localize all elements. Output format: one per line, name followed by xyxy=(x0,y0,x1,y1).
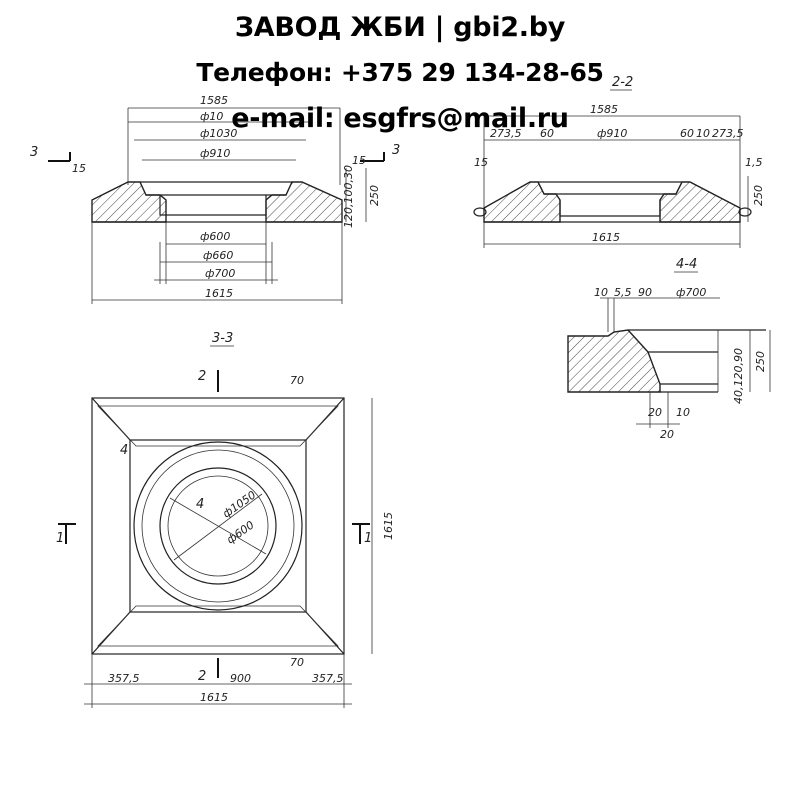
section2-dim-1615: 1615 xyxy=(592,231,620,244)
plan-label-4: 4 xyxy=(120,443,128,458)
section4-dim-90: 90 xyxy=(638,286,652,299)
plan-title: 3-3 xyxy=(212,331,233,346)
section1-dim-600: ф600 xyxy=(200,230,230,243)
section4-dim-55: 5,5 xyxy=(614,286,632,299)
section1-dim-250: 250 xyxy=(368,185,381,206)
plan-label-70-bottom: 70 xyxy=(290,656,304,669)
section1-dim-1030: ф1030 xyxy=(200,127,237,140)
section1-dim-top2: ф10 xyxy=(200,110,223,123)
section1-dim-910: ф910 xyxy=(200,147,230,160)
plan-label-70-top: 70 xyxy=(290,374,304,387)
section1-mark-right: 3 xyxy=(392,143,400,158)
section2-dim-910: ф910 xyxy=(597,127,627,140)
plan-label-1-left: 1 xyxy=(56,531,64,546)
plan-dim-900: 900 xyxy=(230,672,251,685)
plan-label-4b: 4 xyxy=(196,497,204,512)
plan-label-2-top: 2 xyxy=(198,369,206,384)
section-1-drawing: 3 3 1585 ф10 ф1030 ф910 15 15 120,100,30… xyxy=(30,94,400,304)
section2-dim-2735-left: 273,5 xyxy=(490,127,522,140)
plan-dim-right: 357,5 xyxy=(312,672,344,685)
section2-dim-15-left: 15 xyxy=(474,156,488,169)
plan-dim-600: ф600 xyxy=(224,518,256,546)
section4-dim-700: ф700 xyxy=(676,286,706,299)
section1-mark-left: 3 xyxy=(30,145,38,160)
section4-dim-250: 250 xyxy=(754,351,767,372)
header: ЗАВОД ЖБИ | gbi2.by Телефон: +375 29 134… xyxy=(0,6,800,142)
section1-dim-660: ф660 xyxy=(203,249,233,262)
section-2-drawing: 2-2 1585 273,5 60 ф910 60 10 273,5 15 1,… xyxy=(473,75,765,248)
section4-title: 4-4 xyxy=(676,257,697,272)
header-phone[interactable]: Телефон: +375 29 134-28-65 xyxy=(196,58,604,87)
plan-dim-3575: 357,5 xyxy=(108,672,140,685)
section2-dim-15-right: 1,5 xyxy=(745,156,763,169)
plan-dim-1615: 1615 xyxy=(200,691,228,704)
header-company: ЗАВОД ЖБИ | gbi2.by xyxy=(234,12,566,43)
section1-dim-700: ф700 xyxy=(205,267,235,280)
section2-dim-250: 250 xyxy=(752,185,765,206)
plan-label-1-right: 1 xyxy=(364,531,372,546)
section1-dim-1615: 1615 xyxy=(205,287,233,300)
section2-dim-2735-right: 273,5 xyxy=(712,127,744,140)
section2-dim-60-right: 60 xyxy=(680,127,694,140)
plan-dim-1615-vert: 1615 xyxy=(382,512,395,540)
section2-dim-10: 10 xyxy=(696,127,710,140)
section1-dim-vert-stack: 120,100,30 xyxy=(342,165,355,228)
section4-dim-20: 20 xyxy=(648,406,662,419)
section2-dim-1585: 1585 xyxy=(590,103,618,116)
section2-title: 2-2 xyxy=(612,75,633,90)
header-email[interactable]: e-mail: esgfrs@mail.ru xyxy=(231,103,569,134)
section1-dim-15-right: 15 xyxy=(352,154,366,167)
plan-drawing: 3-3 ф1050 ф600 4 4 2 70 1 1 2 xyxy=(56,331,395,708)
section1-dim-15-left: 15 xyxy=(72,162,86,175)
plan-label-2-bottom: 2 xyxy=(198,669,206,684)
section4-dim-10b: 10 xyxy=(676,406,690,419)
plan-dim-1050: ф1050 xyxy=(220,488,258,520)
section4-dim-20b: 20 xyxy=(660,428,674,441)
section4-dim-10: 10 xyxy=(594,286,608,299)
section2-dim-60-left: 60 xyxy=(540,127,554,140)
section4-dim-vert: 40,120,90 xyxy=(732,348,745,404)
section1-dim-1585: 1585 xyxy=(200,94,228,107)
section-4-drawing: 4-4 10 5,5 90 ф700 40,120,90 250 20 10 2… xyxy=(567,257,771,441)
